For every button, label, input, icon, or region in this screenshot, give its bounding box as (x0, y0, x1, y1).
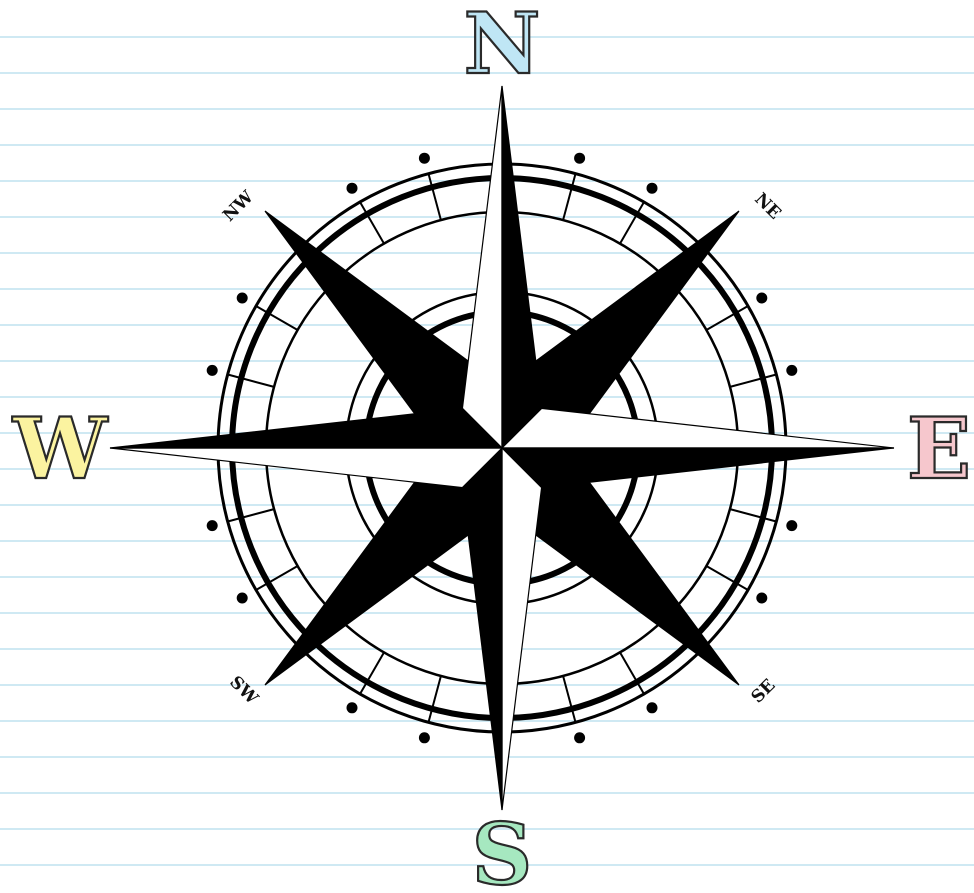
northeast-label: NE (750, 189, 784, 223)
marker-dot (756, 593, 767, 604)
marker-dot (574, 153, 585, 164)
cardinal-point-light-half (462, 86, 502, 448)
north-label: N (464, 0, 541, 93)
marker-dot (237, 593, 248, 604)
degree-tick (429, 676, 441, 722)
marker-dot (647, 183, 658, 194)
cardinal-point-dark-half (110, 408, 502, 448)
cardinal-point-dark-half (462, 448, 502, 810)
degree-tick (730, 375, 776, 387)
marker-dot (347, 183, 358, 194)
marker-dot (647, 702, 658, 713)
degree-tick (228, 509, 274, 521)
degree-tick (228, 375, 274, 387)
cardinal-point-dark-half (502, 86, 542, 448)
marker-dot (207, 365, 218, 376)
cardinal-point-light-half (502, 448, 542, 810)
marker-dot (237, 293, 248, 304)
west-label: W (12, 399, 109, 498)
northwest-label: NW (219, 187, 258, 226)
marker-dot (419, 732, 430, 743)
marker-dot (786, 365, 797, 376)
marker-dot (786, 520, 797, 531)
south-label: S (472, 805, 533, 893)
cardinal-point-light-half (110, 448, 502, 488)
marker-dot (207, 520, 218, 531)
degree-tick (429, 174, 441, 220)
marker-dot (347, 702, 358, 713)
marker-dot (419, 153, 430, 164)
degree-tick (730, 509, 776, 521)
degree-tick (563, 174, 575, 220)
degree-tick (563, 676, 575, 722)
east-label: E (907, 399, 971, 498)
compass-star (110, 86, 894, 810)
southwest-label: SW (225, 672, 262, 709)
cardinal-point-dark-half (502, 448, 894, 488)
southeast-label: SE (747, 675, 779, 707)
marker-dot (574, 732, 585, 743)
cardinal-point-light-half (502, 408, 894, 448)
marker-dot (756, 293, 767, 304)
